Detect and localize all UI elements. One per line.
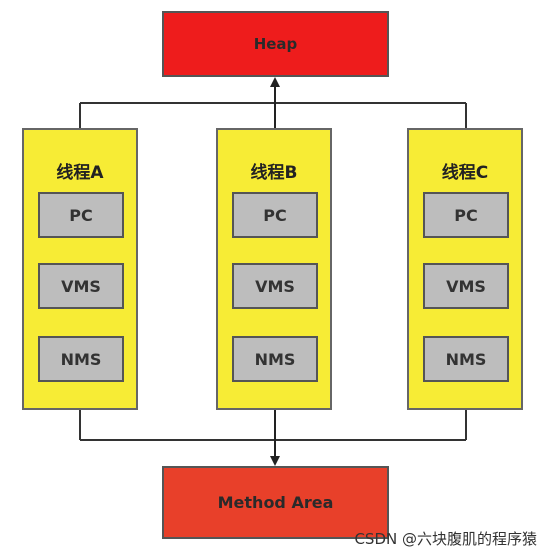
- thread-b-nms: NMS: [232, 336, 318, 382]
- thread-c: 线程C PC VMS NMS: [407, 128, 523, 410]
- thread-c-vms: VMS: [423, 263, 509, 309]
- thread-a-title: 线程A: [56, 163, 104, 183]
- thread-c-pc: PC: [423, 192, 509, 238]
- thread-c-title: 线程C: [441, 163, 489, 183]
- heap-box: Heap: [162, 11, 389, 77]
- thread-b-vms: VMS: [232, 263, 318, 309]
- method-area-label: Method Area: [217, 493, 334, 512]
- thread-c-nms: NMS: [423, 336, 509, 382]
- heap-label: Heap: [253, 35, 298, 53]
- thread-a-vms: VMS: [38, 263, 124, 309]
- method-area-box: Method Area: [162, 466, 389, 539]
- thread-a-nms: NMS: [38, 336, 124, 382]
- thread-b-pc: PC: [232, 192, 318, 238]
- thread-b-title: 线程B: [250, 163, 298, 183]
- thread-b: 线程B PC VMS NMS: [216, 128, 332, 410]
- thread-a-pc: PC: [38, 192, 124, 238]
- watermark: CSDN @六块腹肌的程序猿: [354, 530, 537, 548]
- thread-a: 线程A PC VMS NMS: [22, 128, 138, 410]
